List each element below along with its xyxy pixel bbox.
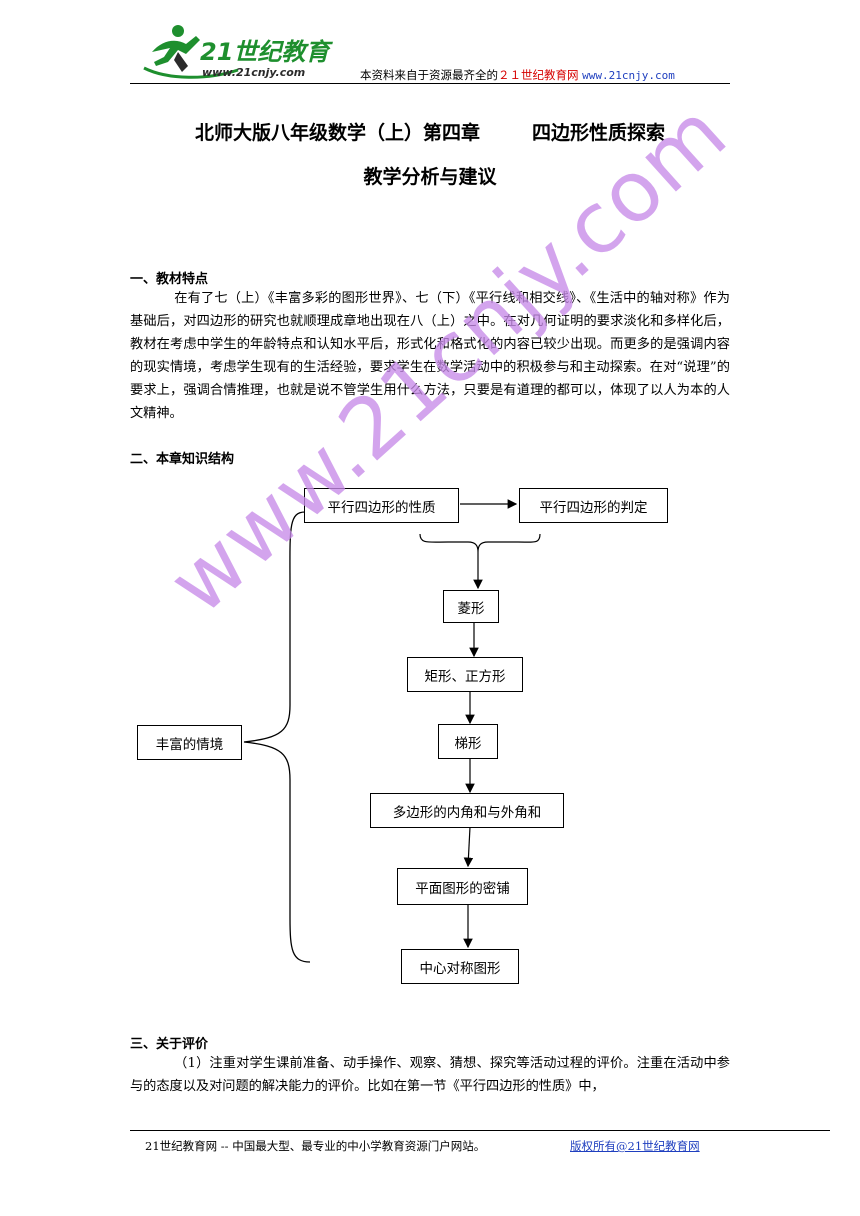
header-divider xyxy=(130,83,730,84)
document-subtitle: 教学分析与建议 xyxy=(363,166,497,188)
node-scenario: 丰富的情境 xyxy=(137,725,242,760)
under-brace xyxy=(419,533,541,553)
header-note: 本资料来自于资源最齐全的２１世纪教育网 www.21cnjy.com xyxy=(360,67,675,83)
logo-text: 21世纪教育 xyxy=(200,38,333,66)
logo-url-text: www.21cnjy.com xyxy=(202,66,305,79)
section3-text: （1）注重对学生课前准备、动手操作、观察、猜想、探究等活动过程的评价。注重在活动… xyxy=(130,1056,730,1094)
section1-text: 在有了七（上）《丰富多彩的图形世界》、七（下）《平行线和相交线》、《生活中的轴对… xyxy=(130,291,730,421)
node-trapezoid: 梯形 xyxy=(438,724,498,759)
title-topic: 四边形性质探索 xyxy=(532,122,666,144)
arrow-polygon-to-tessellation xyxy=(463,826,474,868)
knowledge-structure-diagram: 丰富的情境 平行四边形的性质 平行四边形的判定 菱形 矩形、正方形 梯形 多边形… xyxy=(0,470,860,1010)
header-note-prefix: 本资料来自于资源最齐全的 xyxy=(360,68,498,82)
section1-paragraph: 在有了七（上）《丰富多彩的图形世界》、七（下）《平行线和相交线》、《生活中的轴对… xyxy=(130,287,730,425)
node-rectangle-square: 矩形、正方形 xyxy=(407,657,523,692)
node-tessellation: 平面图形的密铺 xyxy=(397,868,528,905)
header-site-url[interactable]: www.21cnjy.com xyxy=(582,69,675,82)
running-person-icon xyxy=(143,25,239,79)
section3-paragraph: （1）注重对学生课前准备、动手操作、观察、猜想、探究等活动过程的评价。注重在活动… xyxy=(130,1052,730,1098)
section2-heading: 二、本章知识结构 xyxy=(130,452,235,467)
diagram-connectors xyxy=(243,499,541,963)
node-parallelogram-criteria: 平行四边形的判定 xyxy=(519,488,668,523)
footer-text: 21世纪教育网 -- 中国最大型、最专业的中小学教育资源门户网站。 xyxy=(145,1139,486,1153)
left-brace xyxy=(243,511,311,963)
section1-heading: 一、教材特点 xyxy=(130,272,209,287)
title-chapter: 北师大版八年级数学（上）第四章 xyxy=(194,122,480,144)
header-site-name[interactable]: ２１世纪教育网 xyxy=(498,68,579,82)
footer-copyright-link[interactable]: 版权所有@21世纪教育网 xyxy=(570,1139,700,1153)
node-polygon-angles: 多边形的内角和与外角和 xyxy=(370,793,564,828)
site-logo: 21世纪教育 www.21cnjy.com xyxy=(143,25,333,79)
node-central-symmetry: 中心对称图形 xyxy=(401,949,519,984)
footer-divider xyxy=(130,1130,830,1131)
node-parallelogram-properties: 平行四边形的性质 xyxy=(304,488,459,523)
document-title: 北师大版八年级数学（上）第四章 四边形性质探索 xyxy=(0,118,860,145)
node-rhombus: 菱形 xyxy=(443,590,499,623)
section3-heading: 三、关于评价 xyxy=(130,1037,209,1052)
